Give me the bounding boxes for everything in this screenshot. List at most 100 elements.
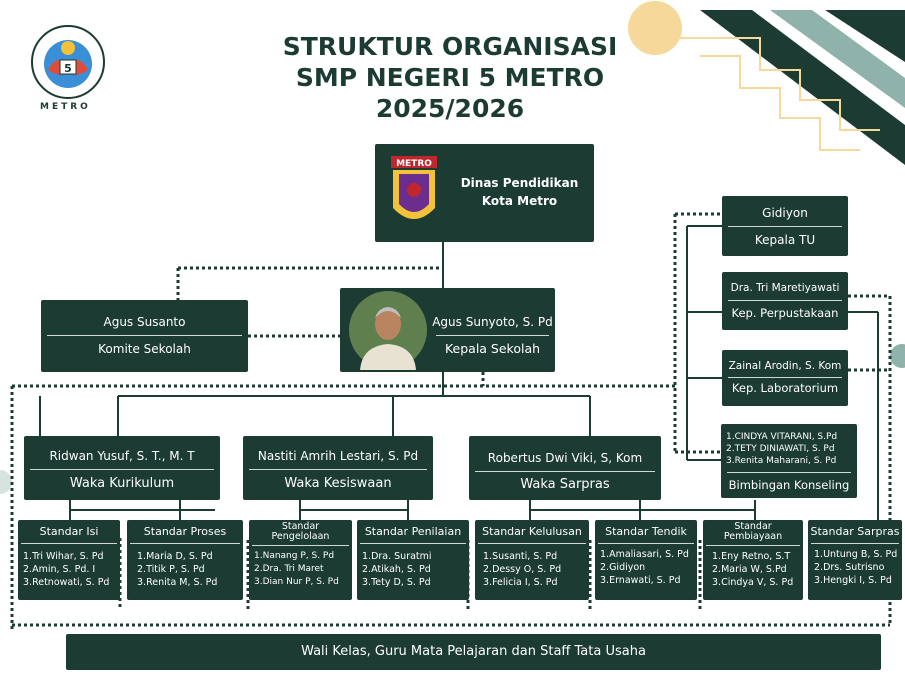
laboratorium-name: Zainal Arodin, S. Kom bbox=[728, 360, 842, 372]
kepala-tu-box: Gidiyon Kepala TU bbox=[722, 196, 848, 256]
dotted-connectors bbox=[10, 212, 892, 630]
divider bbox=[598, 543, 694, 544]
standar-members: 1.Dra. Suratmi 2.Atikah, S. Pd 3.Tety D,… bbox=[362, 550, 467, 589]
standar-members: 1.Tri Wihar, S. Pd 2.Amin, S. Pd. I 3.Re… bbox=[23, 550, 118, 589]
standar-member: 3.Renita M, S. Pd bbox=[137, 577, 218, 588]
standar-sarpras-box: Standar Sarpras 1.Untung B, S. Pd 2.Drs.… bbox=[808, 520, 902, 600]
dinas-line-2: Kota Metro bbox=[481, 194, 558, 208]
standar-member: 1.Eny Retno, S.T bbox=[712, 551, 791, 562]
decor-stripe-1 bbox=[700, 10, 905, 165]
standar-member: 3.Retnowati, S. Pd bbox=[23, 577, 110, 588]
decor-dot-right bbox=[890, 344, 905, 368]
standar-kelulusan-box: Standar Kelulusan 1.Susanti, S. Pd 2.Des… bbox=[475, 520, 589, 600]
kepsek-name: Agus Sunyoto, S. Pd bbox=[432, 315, 553, 329]
standar-title: Standar Pembiayaan bbox=[723, 521, 783, 542]
logo-sun-icon bbox=[61, 41, 75, 55]
divider bbox=[478, 543, 586, 544]
standar-member: 2.Drs. Sutrisno bbox=[814, 562, 885, 573]
divider bbox=[30, 469, 214, 470]
standar-members: 1.Maria D, S. Pd 2.Titik P, S. Pd 3.Reni… bbox=[137, 550, 241, 589]
standar-tendik-box: Standar Tendik 1.Amaliasari, S. Pd 2.Gid… bbox=[595, 520, 697, 600]
standar-title: Standar Sarpras bbox=[810, 525, 900, 538]
logo-city: METRO bbox=[40, 102, 91, 112]
decor-stripe-3 bbox=[825, 10, 905, 62]
dinas-line-1: Dinas Pendidikan bbox=[460, 176, 579, 190]
logo-number: 5 bbox=[64, 62, 72, 75]
standar-member: 3.Felicia I, S. Pd bbox=[483, 577, 558, 588]
kepala-tu-role: Kepala TU bbox=[754, 233, 816, 247]
standar-members: 1.Susanti, S. Pd 2.Dessy O, S. Pd 3.Feli… bbox=[483, 550, 587, 589]
standar-member: 2.Dra. Tri Maret bbox=[254, 564, 324, 574]
komite-role: Komite Sekolah bbox=[98, 342, 191, 356]
waka-kesiswaan-box: Nastiti Amrih Lestari, S. Pd Waka Kesisw… bbox=[243, 436, 433, 500]
logo-book-icon bbox=[59, 59, 77, 75]
standar-title: Standar Pengelolaan bbox=[271, 521, 330, 542]
decor-stripe-2 bbox=[770, 10, 905, 108]
divider bbox=[21, 543, 117, 544]
standar-member: 1.Untung B, S. Pd bbox=[814, 549, 898, 560]
standar-member: 2.Gidiyon bbox=[600, 562, 646, 573]
svg-text:METRO: METRO bbox=[396, 159, 432, 169]
kepsek-box: Agus Sunyoto, S. Pd Kepala Sekolah bbox=[340, 288, 555, 372]
standar-penilaian-box: Standar Penilaian 1.Dra. Suratmi 2.Atika… bbox=[357, 520, 469, 600]
standar-member: 3.Dian Nur P, S. Pd bbox=[254, 577, 339, 587]
komite-name: Agus Susanto bbox=[103, 315, 186, 329]
decor-zigzag bbox=[680, 37, 880, 131]
divider bbox=[475, 471, 655, 472]
kepsek-role: Kepala Sekolah bbox=[444, 341, 541, 356]
footer-bar: Wali Kelas, Guru Mata Pelajaran dan Staf… bbox=[66, 634, 881, 670]
principal-photo bbox=[349, 291, 427, 370]
divider bbox=[436, 335, 549, 336]
standar-proses-box: Standar Proses 1.Maria D, S. Pd 2.Titik … bbox=[127, 520, 243, 600]
standar-member: 1.Dra. Suratmi bbox=[362, 551, 432, 562]
standar-member: 3.Ernawati, S. Pd bbox=[600, 575, 681, 586]
divider bbox=[130, 543, 240, 544]
school-logo: 5 bbox=[31, 25, 105, 99]
standar-member: 3.Cindya V, S. Pd bbox=[712, 577, 794, 588]
standar-title: Standar Penilaian bbox=[364, 525, 462, 538]
title-line-1: STRUKTUR ORGANISASI bbox=[282, 32, 618, 61]
waka-sarpras-role: Waka Sarpras bbox=[520, 477, 610, 492]
standar-member: 3.Tety D, S. Pd bbox=[362, 577, 431, 588]
standar-member: 1.Maria D, S. Pd bbox=[137, 551, 213, 562]
perpustakaan-box: Dra. Tri Maretiyawati Kep. Perpustakaan bbox=[722, 272, 848, 330]
standar-member: 1.Amaliasari, S. Pd bbox=[600, 549, 689, 560]
standar-title: Standar Tendik bbox=[605, 525, 687, 538]
perpustakaan-role: Kep. Perpustakaan bbox=[731, 306, 839, 320]
waka-sarpras-name: Robertus Dwi Viki, S, Kom bbox=[487, 451, 643, 465]
divider bbox=[727, 472, 851, 473]
standar-members: 1.Eny Retno, S.T 2.Maria W, S.Pd 3.Cindy… bbox=[712, 550, 801, 589]
bk-member: 3.Renita Maharani, S. Pd bbox=[726, 456, 837, 466]
waka-kurikulum-name: Ridwan Yusuf, S. T., M. T bbox=[49, 449, 195, 463]
standar-title: Standar Isi bbox=[39, 525, 99, 538]
decor-zigzag-2 bbox=[700, 55, 860, 151]
divider bbox=[47, 335, 242, 336]
laboratorium-role: Kep. Laboratorium bbox=[731, 381, 839, 395]
divider bbox=[728, 300, 842, 301]
solid-connectors bbox=[39, 225, 879, 522]
standar-member: 1.Nanang P, S. Pd bbox=[254, 551, 335, 561]
waka-kurikulum-role: Waka Kurikulum bbox=[69, 476, 175, 491]
metro-emblem-icon: METRO bbox=[391, 156, 437, 219]
standar-member: 3.Hengki I, S. Pd bbox=[814, 575, 892, 586]
bk-members: 1.CINDYA VITARANI, S.Pd 2.TETY DINIAWATI… bbox=[726, 431, 855, 467]
standar-member: 1.Tri Wihar, S. Pd bbox=[23, 551, 104, 562]
standar-member: 2.Maria W, S.Pd bbox=[712, 564, 787, 575]
standar-title: Standar Kelulusan bbox=[482, 525, 582, 538]
title-line-2: SMP NEGERI 5 METRO bbox=[295, 63, 605, 92]
bk-member: 2.TETY DINIAWATI, S. Pd bbox=[726, 444, 835, 454]
waka-kesiswaan-role: Waka Kesiswaan bbox=[284, 476, 392, 491]
divider bbox=[728, 377, 842, 378]
kepala-tu-name: Gidiyon bbox=[762, 206, 808, 220]
standar-members: 1.Amaliasari, S. Pd 2.Gidiyon 3.Ernawati… bbox=[600, 548, 695, 587]
standar-pembiayaan-box: Standar Pembiayaan 1.Eny Retno, S.T 2.Ma… bbox=[703, 520, 803, 600]
divider bbox=[360, 543, 466, 544]
waka-kesiswaan-name: Nastiti Amrih Lestari, S. Pd bbox=[257, 449, 419, 463]
standar-member: 2.Atikah, S. Pd bbox=[362, 564, 431, 575]
standar-isi-box: Standar Isi 1.Tri Wihar, S. Pd 2.Amin, S… bbox=[18, 520, 120, 600]
divider bbox=[811, 543, 899, 544]
komite-box: Agus Susanto Komite Sekolah bbox=[41, 300, 248, 372]
dinas-box: METRO Dinas Pendidikan Kota Metro bbox=[375, 144, 594, 242]
standar-pengelolaan-box: Standar Pengelolaan 1.Nanang P, S. Pd 2.… bbox=[249, 520, 352, 600]
